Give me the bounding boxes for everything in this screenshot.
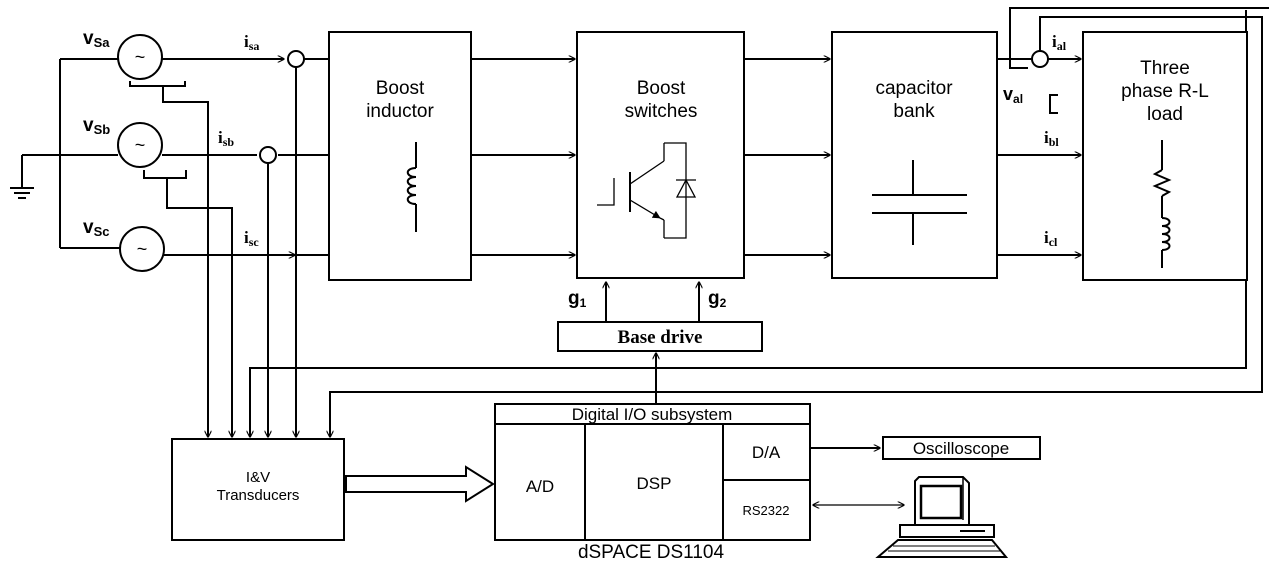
load-inductor-icon — [1161, 217, 1171, 268]
ac-source-icon — [117, 122, 163, 168]
dspace-header: Digital I/O subsystem — [572, 405, 733, 424]
label-isb: isb — [218, 128, 234, 149]
capacitor-bank-title: capacitor — [875, 78, 953, 99]
oscilloscope-block — [882, 436, 1041, 460]
ac-source-b: ~ — [117, 122, 163, 168]
ac-source-icon — [119, 226, 165, 272]
base-drive-block — [557, 321, 763, 352]
base-drive-label: Base drive — [618, 327, 703, 348]
igbt-icon — [597, 142, 697, 239]
label-vsa: vSa — [83, 28, 110, 50]
label-vsc: vSc — [83, 217, 109, 239]
ac-source-c: ~ — [119, 226, 165, 272]
dspace-rs: RS2322 — [743, 503, 790, 518]
three-phase-load-block — [1082, 31, 1248, 281]
transducers-to-ad-arrow — [345, 465, 495, 503]
source-a-symbol: ~ — [135, 47, 146, 67]
ground-icon — [10, 155, 34, 199]
boost-inductor-block — [328, 31, 472, 281]
boost-switches-subtitle: switches — [625, 101, 698, 122]
label-isc: isc — [244, 228, 259, 249]
computer-icon — [875, 476, 1009, 558]
load-title-2: phase R-L — [1121, 81, 1209, 102]
dspace-ad: A/D — [526, 477, 554, 496]
capacitor-bank-block — [831, 31, 998, 279]
label-icl: icl — [1044, 228, 1058, 249]
boost-inductor-title: Boost — [376, 78, 425, 99]
label-vsb: vSb — [83, 115, 110, 137]
capacitor-icon — [872, 160, 967, 245]
load-title-1: Three — [1140, 58, 1190, 79]
transducers-block — [171, 438, 345, 541]
oscilloscope-label: Oscilloscope — [913, 439, 1009, 458]
transducers-title-1: I&V — [246, 469, 270, 486]
transducers-title-2: Transducers — [217, 487, 300, 504]
boost-inductor-subtitle: inductor — [366, 101, 434, 122]
label-val: val — [1003, 84, 1023, 106]
load-voltage-bracket — [1049, 94, 1058, 114]
boost-switches-block — [576, 31, 745, 279]
load-voltage-feedback — [329, 16, 1263, 430]
label-ibl: ibl — [1044, 128, 1059, 149]
resistor-icon — [1152, 140, 1172, 218]
capacitor-bank-subtitle: bank — [893, 101, 935, 122]
source-b-symbol: ~ — [135, 135, 146, 155]
current-sensor-b — [259, 146, 277, 164]
ac-source-icon — [117, 34, 163, 80]
source-c-symbol: ~ — [137, 239, 148, 259]
label-ial: ial — [1052, 32, 1067, 53]
voltage-sense-b — [143, 170, 233, 430]
dspace-da: D/A — [752, 443, 781, 462]
label-isa: isa — [244, 32, 259, 53]
current-sensor-a — [287, 50, 305, 68]
voltage-sense-a — [129, 81, 209, 430]
label-g2: g2 — [708, 288, 727, 310]
dspace-dsp: DSP — [637, 474, 672, 493]
ac-source-a: ~ — [117, 34, 163, 80]
dspace-board — [494, 403, 811, 541]
label-g1: g1 — [568, 288, 587, 310]
inductor-icon — [406, 142, 417, 232]
boost-switches-title: Boost — [637, 78, 686, 99]
dspace-caption: dSPACE DS1104 — [578, 542, 725, 562]
current-sensor-load — [1031, 50, 1049, 68]
load-title-3: load — [1147, 104, 1183, 125]
load-current-feedback — [1009, 7, 1269, 69]
